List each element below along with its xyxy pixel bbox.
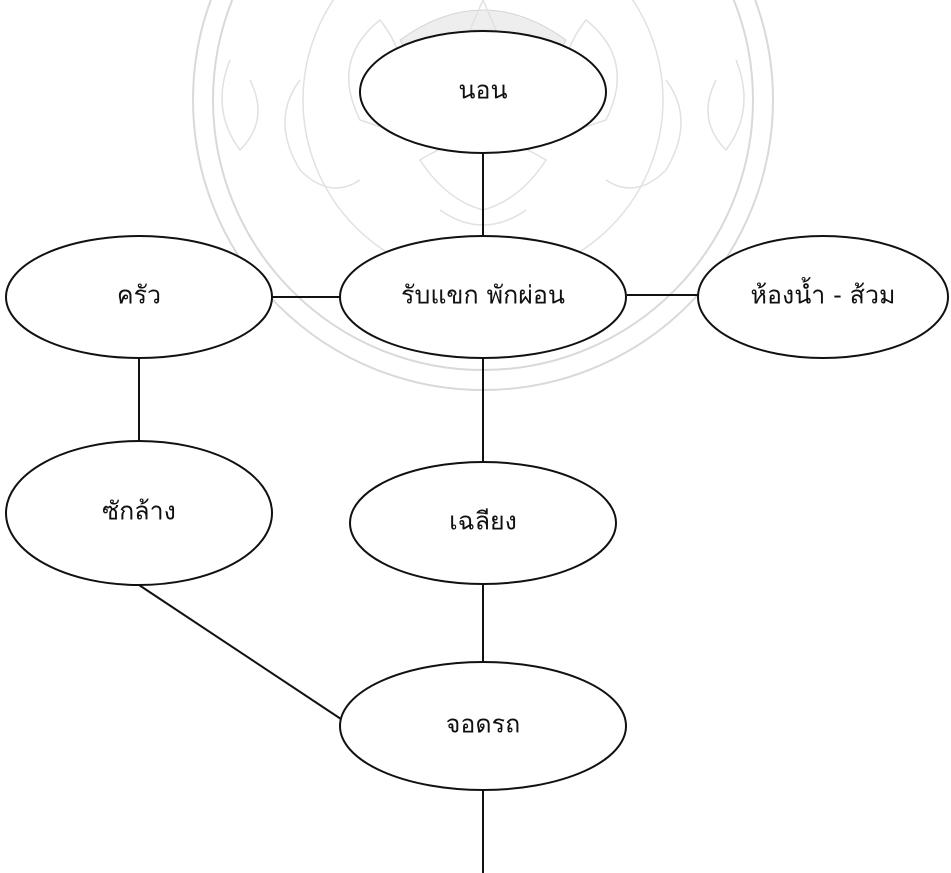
node-bathroom: ห้องน้ำ - ส้วม [697,235,949,359]
node-carport-ellipse [339,661,627,791]
node-porch-label: เฉลียง [449,507,517,536]
node-sleep-ellipse [359,30,607,154]
node-kitchen-label: ครัว [117,281,161,310]
node-sleep-label: นอน [458,76,507,105]
edge-laundry-carport [138,584,354,728]
node-living: รับแขก พักผ่อน [339,235,627,359]
node-kitchen: ครัว [5,235,273,359]
node-living-ellipse [339,235,627,359]
node-living-label: รับแขก พักผ่อน [401,281,565,310]
node-laundry-label: ซักล้าง [102,497,176,526]
node-sleep: นอน [359,30,607,154]
node-bathroom-label: ห้องน้ำ - ส้วม [751,277,896,310]
node-porch-ellipse [349,461,617,585]
node-laundry: ซักล้าง [5,440,273,586]
edges [138,152,698,873]
node-carport: จอดรถ [339,661,627,791]
node-porch: เฉลียง [349,461,617,585]
node-carport-label: จอดรถ [446,710,520,739]
node-bathroom-ellipse [697,235,949,359]
node-kitchen-ellipse [5,235,273,359]
node-laundry-ellipse [5,440,273,586]
